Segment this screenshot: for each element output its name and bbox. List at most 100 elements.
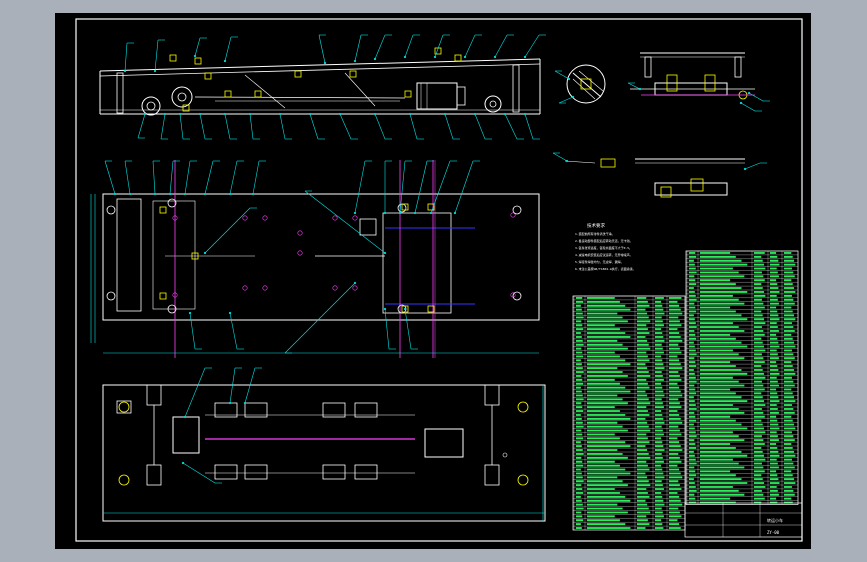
leader-line [374,113,386,140]
bom-cell-text [783,423,795,426]
bom-cell-text [699,462,739,465]
bom-cell-text [636,343,649,346]
leader-dot [153,192,157,196]
bom-cell-text [688,454,695,457]
bom-cell-text [586,437,620,440]
bom-cell-text [769,361,777,364]
bom-cell-text [668,499,681,502]
bom-cell-text [668,363,681,366]
bom-cell-text [575,503,583,506]
bom-cell-text [753,388,765,391]
bom-cell-text [586,472,631,475]
bom-cell-text [769,408,778,410]
bolt-part [169,54,177,62]
bom-cell-text [699,454,748,457]
bom-cell-text [586,359,626,362]
bom-cell-text [654,367,665,370]
bom-cell-text [753,462,762,465]
bom-cell-text [688,443,696,446]
leader-dot [123,69,127,73]
bom-cell-text [654,312,665,315]
bom-cell-text [753,361,765,364]
bom-cell-text [575,515,583,518]
bom-cell-text [783,427,796,430]
wheel-icon [512,291,522,301]
leader-line [374,34,386,60]
bolt-part [224,90,232,98]
bom-cell-text [688,283,697,286]
side-plate-left [116,198,142,312]
notes-line: 3.链条张紧适度，链轮共面度不大于0.5。 [575,245,632,250]
bom-cell-text [654,308,664,311]
bom-cell-text [753,330,764,332]
leader-dot [565,159,569,163]
bom-cell-text [699,450,742,453]
bom-cell-text [688,337,697,340]
leader-line [434,34,444,58]
bom-cell-text [769,372,780,375]
bom-cell-text [699,423,742,426]
link-arm [244,74,286,109]
bom-cell-text [688,369,694,371]
leader-dot [373,57,377,61]
bom-cell-text [699,482,748,485]
wheel-icon [512,205,522,215]
bom-cell-text [688,493,695,496]
bom-cell-text [769,365,778,368]
bom-cell-text [586,324,615,327]
bom-cell-text [769,497,777,500]
bom-cell-text [575,523,581,526]
bom-cell-text [769,462,778,465]
bom-cell-text [575,453,584,455]
bom-cell-text [586,347,628,350]
notes-title: 技术要求 [587,222,605,229]
bom-cell-text [636,468,650,471]
bom-cell-text [575,425,584,428]
bom-cell-text [575,511,582,514]
bom-cell-text [586,355,620,358]
bom-cell-text [769,294,777,297]
bom-cell-text [688,392,697,395]
bom-cell-text [654,324,664,327]
bom-cell-text [688,423,694,426]
bom-cell-text [688,326,697,329]
bom-cell-text [753,306,765,309]
leader-line [252,160,260,195]
bom-cell-text [575,437,584,440]
bom-cell-text [668,406,682,409]
bom-cell-text [699,372,748,375]
leader-dot [453,211,457,215]
bom-cell-text [668,460,682,463]
bom-cell-text [636,300,648,303]
bom-cell-text [575,375,582,377]
bom-cell-text [636,375,651,377]
bom-cell-text [586,460,615,463]
bom-cell-text [699,365,736,368]
bolt-part [401,203,409,211]
bom-cell-text [699,333,731,336]
bearing-icon [690,178,704,192]
bolt-hole [297,230,303,236]
bom-cell-text [753,489,762,492]
bom-cell-text [586,492,620,494]
bolt-hole [242,285,248,291]
bom-cell-text [575,460,583,463]
bom-cell-text [586,523,626,526]
leader-line [524,34,540,58]
bom-cell-text [688,252,696,254]
bom-cell-text [668,312,683,315]
leader-dot [523,55,527,59]
bom-cell-text [783,263,796,266]
motor-icon [359,218,377,236]
leader-dot [248,112,252,116]
bom-cell-text [586,382,620,385]
wheel-left-hub [146,101,156,111]
bom-cell-text [769,431,777,434]
bom-cell-text [753,275,764,278]
bom-cell-text [699,466,745,469]
leader-dot [493,55,497,59]
bom-cell-text [688,384,695,387]
bom-cell-text [668,433,682,436]
bom-cell-text [654,320,663,323]
